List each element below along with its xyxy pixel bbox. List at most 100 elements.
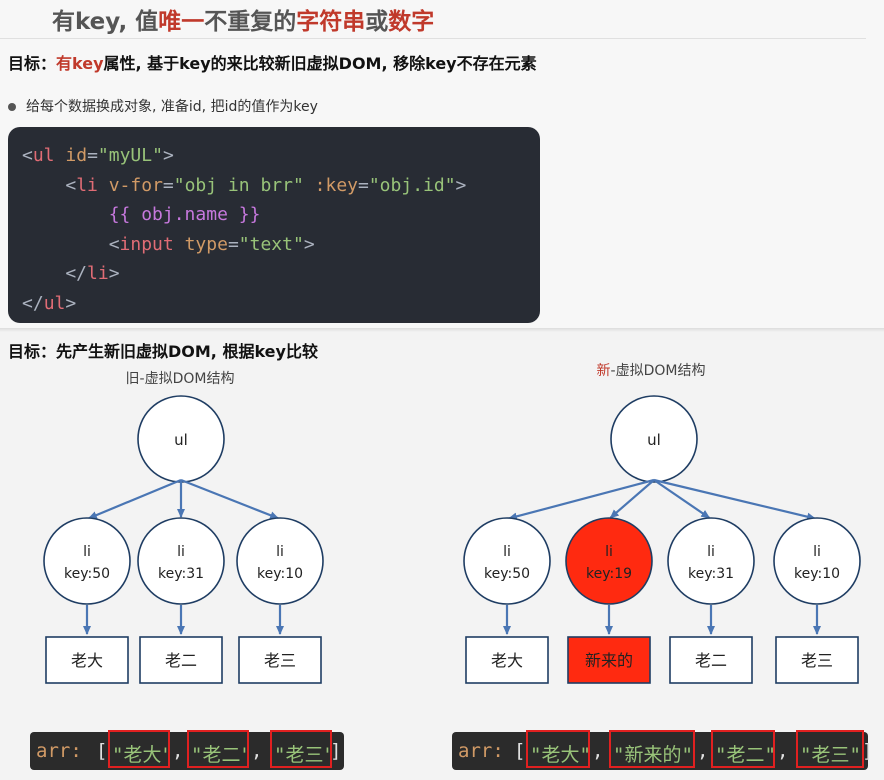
li-node bbox=[773, 517, 861, 605]
edge-arrow bbox=[653, 479, 711, 519]
title-part-1: 唯一 bbox=[158, 9, 205, 35]
title-part-2: 不重复的 bbox=[204, 9, 297, 35]
value-box bbox=[669, 636, 753, 684]
key-label: key:19 bbox=[586, 566, 632, 582]
li-node bbox=[667, 517, 755, 605]
code-line-6: </ul> bbox=[22, 292, 77, 314]
value-box bbox=[775, 636, 859, 684]
value-text: 新来的 bbox=[585, 651, 633, 670]
li-node bbox=[565, 517, 653, 605]
arr-value: "老大" bbox=[530, 744, 591, 766]
li-label: li bbox=[605, 544, 613, 560]
key-label: key:10 bbox=[257, 566, 303, 582]
arr-comma: , bbox=[697, 740, 709, 762]
bullet-text: 给每个数据换成对象, 准备id, 把id的值作为key bbox=[26, 99, 318, 115]
arr-comma: , bbox=[172, 740, 184, 762]
title-part-3: 字符串 bbox=[296, 9, 366, 35]
panel-divider bbox=[0, 328, 884, 332]
arr-highlight-box bbox=[526, 730, 590, 768]
old-array-bar: arr:["老大","老二","老三"] bbox=[30, 730, 344, 770]
value-text: 老三 bbox=[264, 651, 296, 670]
arr-value: "老三" bbox=[800, 744, 861, 766]
key-label: key:50 bbox=[484, 566, 530, 582]
goal-highlight: 有key bbox=[56, 54, 104, 73]
key-label: key:50 bbox=[64, 566, 110, 582]
code-line-2: <li v-for="obj in brr" :key="obj.id"> bbox=[22, 174, 467, 196]
arr-comma: , bbox=[777, 740, 789, 762]
arr-value: "新来的" bbox=[613, 744, 693, 766]
arr-highlight-box bbox=[187, 730, 249, 768]
title-part-0: 有key, 值 bbox=[52, 9, 159, 35]
goal-text: 属性, 基于key的来比较新旧虚拟DOM, 移除key不存在元素 bbox=[103, 54, 537, 73]
li-node bbox=[137, 517, 225, 605]
new-array-bar: arr:["老大","新来的","老二","老三"] bbox=[452, 730, 873, 770]
edge-arrow bbox=[180, 478, 280, 520]
li-node bbox=[236, 517, 324, 605]
arr-value: "老大" bbox=[112, 744, 173, 766]
li-label: li bbox=[276, 544, 284, 560]
value-text: 老大 bbox=[71, 651, 103, 670]
code-block: <ul id="myUL"> <li v-for="obj in brr" :k… bbox=[8, 127, 540, 323]
arr-label: arr: bbox=[458, 740, 504, 762]
arr-label: arr: bbox=[36, 740, 82, 762]
code-line-4: <input type="text"> bbox=[22, 233, 315, 255]
value-box bbox=[465, 636, 549, 684]
arr-bracket: ] bbox=[862, 740, 874, 762]
arr-highlight-box bbox=[609, 730, 695, 768]
key-label: key:10 bbox=[794, 566, 840, 582]
li-node bbox=[463, 517, 551, 605]
goal-prefix: 目标： bbox=[8, 54, 57, 73]
value-text: 老二 bbox=[165, 651, 197, 670]
bullet-dot-icon bbox=[8, 103, 16, 111]
edge-arrow bbox=[507, 478, 655, 521]
new-vdom-tree: 新-虚拟DOM结构 ul li key:50 老大 li key:19 新来的 li key:31… bbox=[463, 363, 861, 684]
root-label: ul bbox=[174, 431, 188, 449]
code-line-3: {{ obj.name }} bbox=[22, 204, 261, 225]
tree-title: 新-虚拟DOM结构 bbox=[597, 363, 706, 379]
li-label: li bbox=[707, 544, 715, 560]
value-text: 老二 bbox=[695, 651, 727, 670]
value-box bbox=[238, 636, 322, 684]
code-line-1: <ul id="myUL"> bbox=[22, 145, 174, 166]
old-vdom-tree: 旧-虚拟DOM结构 ul li key:50 老大 li key:31 老二 li key:10 老… bbox=[43, 371, 324, 684]
key-label: key:31 bbox=[158, 566, 204, 582]
li-label: li bbox=[177, 544, 185, 560]
li-node bbox=[43, 517, 131, 605]
arr-comma: , bbox=[251, 740, 263, 762]
arr-bracket: ] bbox=[330, 740, 342, 762]
arr-value: "老二" bbox=[715, 744, 776, 766]
arr-value: "老二" bbox=[191, 744, 252, 766]
arr-comma: , bbox=[592, 740, 604, 762]
root-node bbox=[610, 395, 698, 483]
edge-arrow bbox=[87, 478, 182, 520]
slide-title: 有key, 值唯一不重复的字符串或数字 bbox=[52, 2, 434, 36]
value-text: 老三 bbox=[801, 651, 833, 670]
title-divider bbox=[0, 38, 866, 39]
root-label: ul bbox=[647, 431, 661, 449]
li-label: li bbox=[83, 544, 91, 560]
tree-title: 旧-虚拟DOM结构 bbox=[126, 371, 235, 387]
title-part-4: 或 bbox=[365, 9, 389, 35]
key-label: key:31 bbox=[688, 566, 734, 582]
arr-highlight-box bbox=[711, 730, 775, 768]
arr-highlight-box bbox=[108, 730, 170, 768]
edge-arrow bbox=[653, 478, 817, 521]
code-line-5: </li> bbox=[22, 263, 120, 284]
li-label: li bbox=[813, 544, 821, 560]
arr-bracket: [ bbox=[96, 740, 108, 762]
value-text: 老大 bbox=[491, 651, 523, 670]
value-box bbox=[45, 636, 129, 684]
arr-value: "老三" bbox=[274, 744, 335, 766]
arr-bracket: [ bbox=[514, 740, 526, 762]
goal-heading-2: 目标：先产生新旧虚拟DOM, 根据key比较 bbox=[8, 342, 318, 361]
arr-highlight-box bbox=[796, 730, 864, 768]
title-part-5: 数字 bbox=[388, 9, 435, 35]
goal-heading-1: 目标：有key属性, 基于key的来比较新旧虚拟DOM, 移除key不存在元素 bbox=[8, 50, 537, 74]
edge-arrow bbox=[609, 479, 655, 519]
value-box bbox=[139, 636, 223, 684]
value-box bbox=[567, 636, 651, 684]
arr-highlight-box bbox=[270, 730, 332, 768]
li-label: li bbox=[503, 544, 511, 560]
bullet-point: 给每个数据换成对象, 准备id, 把id的值作为key bbox=[8, 96, 318, 116]
